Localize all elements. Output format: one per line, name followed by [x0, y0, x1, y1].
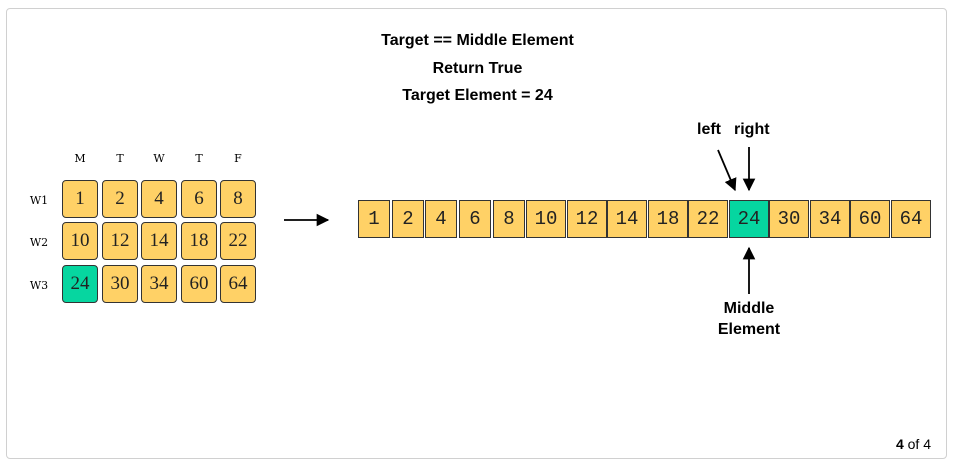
array-cell: 10 [526, 200, 566, 238]
grid-col-label: T [195, 152, 203, 165]
caption-condition: Target == Middle Element [381, 32, 574, 49]
grid-cell: 60 [181, 265, 217, 303]
caption-result: Return True [432, 60, 523, 77]
left-pointer-arrow-icon [717, 149, 737, 192]
middle-element-label: Middle Element [700, 298, 798, 340]
grid-col-label: W [153, 152, 165, 165]
middle-label-line1: Middle [723, 300, 775, 317]
grid-cell: 64 [220, 265, 256, 303]
array-cell: 30 [769, 200, 809, 238]
array-cell: 22 [688, 200, 728, 238]
array-cell-target: 24 [729, 200, 769, 238]
pager-current: 4 [895, 436, 904, 452]
grid-col-label: T [116, 152, 124, 165]
grid-cell: 10 [62, 222, 98, 260]
grid-cell: 22 [220, 222, 256, 260]
array-cell: 18 [648, 200, 688, 238]
pager-total: 4 [923, 436, 931, 452]
grid-col-label: F [234, 152, 242, 165]
array-cell: 34 [810, 200, 850, 238]
array-cell: 64 [891, 200, 931, 238]
array-cell: 6 [459, 200, 491, 238]
grid-cell: 4 [141, 180, 177, 218]
grid-row-label: W2 [29, 236, 49, 249]
left-pointer-label: left [697, 121, 721, 138]
right-pointer-label: right [734, 121, 770, 138]
pager-of: of [907, 436, 920, 452]
grid-cell: 30 [102, 265, 138, 303]
slide-pager: 4 of 4 [896, 436, 931, 452]
grid-cell: 2 [102, 180, 138, 218]
array-cell: 2 [392, 200, 424, 238]
array-cell: 8 [493, 200, 525, 238]
array-cell: 12 [567, 200, 607, 238]
array-cell: 4 [425, 200, 457, 238]
array-cell: 60 [850, 200, 890, 238]
grid-cell: 12 [102, 222, 138, 260]
grid-cell: 18 [181, 222, 217, 260]
grid-row-label: W1 [29, 194, 49, 207]
array-cell: 14 [607, 200, 647, 238]
grid-cell-target: 24 [62, 265, 98, 303]
grid-cell: 1 [62, 180, 98, 218]
grid-row-label: W3 [29, 279, 49, 292]
grid-cell: 8 [220, 180, 256, 218]
caption-target: Target Element = 24 [402, 87, 553, 104]
grid-cell: 6 [181, 180, 217, 218]
grid-cell: 14 [141, 222, 177, 260]
grid-col-label: M [74, 152, 86, 165]
grid-cell: 34 [141, 265, 177, 303]
middle-label-line2: Element [717, 321, 781, 338]
array-cell: 1 [358, 200, 390, 238]
